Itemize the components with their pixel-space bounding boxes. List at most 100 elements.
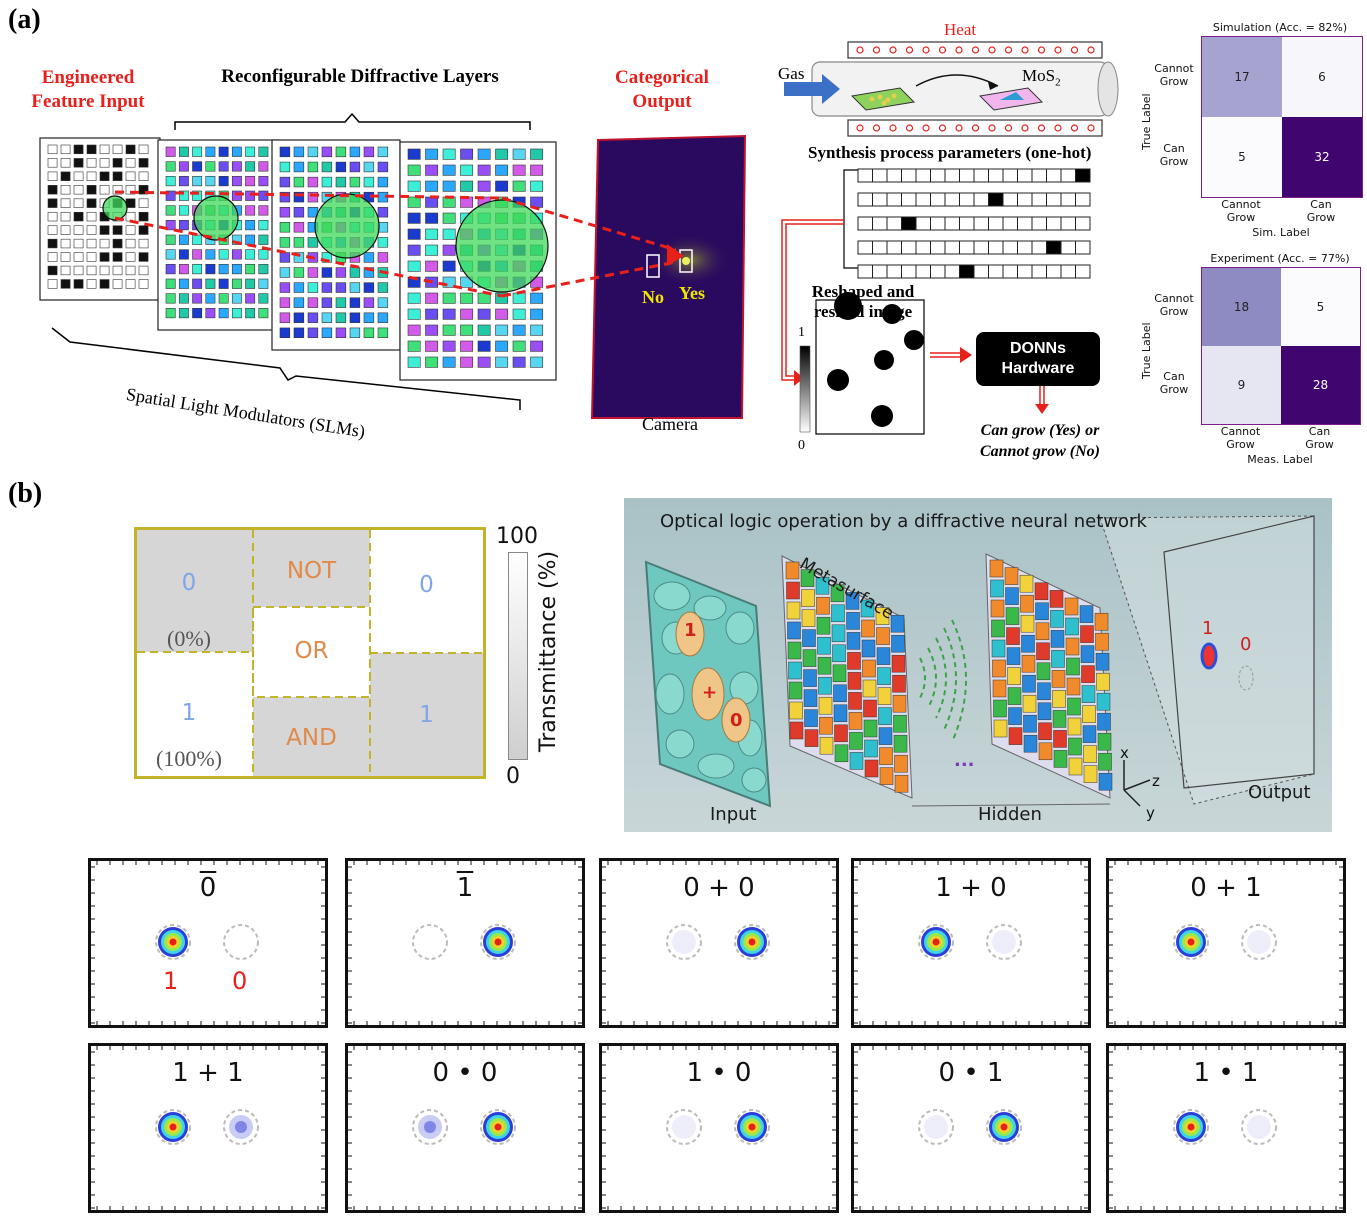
- cm-cell: 18: [1202, 268, 1281, 346]
- output-plot: 0 + 0: [599, 858, 839, 1028]
- image-colorbar: [799, 345, 811, 433]
- truth-zero-right: 0: [419, 572, 434, 598]
- colorbar-max: 100: [496, 524, 538, 549]
- onehot-row: [857, 240, 1091, 255]
- output-plot: 1 • 0: [599, 1043, 839, 1213]
- output-spot: [986, 924, 1022, 960]
- cm-cell: 28: [1281, 346, 1360, 424]
- output-plot-title: 1: [456, 873, 474, 903]
- cm-cell: 5: [1202, 117, 1282, 197]
- output-spot: [155, 924, 191, 960]
- input-bit-0: 0: [730, 710, 743, 731]
- mos2-label: MoS2: [1022, 66, 1061, 89]
- slm-stack-diagram: [39, 112, 747, 419]
- output-plot: 1 + 1: [88, 1043, 328, 1213]
- output-spot: [918, 1109, 954, 1145]
- output-plot: 0 • 1: [851, 1043, 1091, 1213]
- slm-screen: [157, 139, 281, 331]
- output-plot-title: 0 • 0: [432, 1058, 498, 1088]
- hidden-label: Hidden: [978, 804, 1042, 825]
- result-line-1: Can grow (Yes) or: [980, 422, 1100, 439]
- image-colorbar-max: 1: [798, 325, 805, 340]
- output-spot: [480, 1109, 516, 1145]
- cm-ylabel: True Label: [1140, 93, 1153, 150]
- output-spot: [1241, 1109, 1277, 1145]
- truth-zero-left: 0: [181, 570, 197, 596]
- synthesis-title: Synthesis process parameters (one-hot): [808, 143, 1092, 162]
- output-plot-title: 0: [199, 873, 217, 903]
- no-box: [646, 254, 660, 278]
- heat-label: Heat: [944, 20, 977, 39]
- cm-xlabel: Meas. Label: [1247, 453, 1313, 466]
- result-line-2: Cannot grow (No): [979, 443, 1101, 460]
- output-label: Output: [1248, 782, 1311, 803]
- panel-b-label: (b): [8, 478, 43, 509]
- output-spot: [412, 1109, 448, 1145]
- render-title: Optical logic operation by a diffractive…: [660, 511, 1147, 532]
- output-spot: [223, 924, 259, 960]
- cm-cell: 9: [1202, 346, 1281, 424]
- truth-one-pct: (100%): [156, 746, 222, 771]
- gas-arrow: [784, 74, 840, 104]
- slm-screen: [271, 139, 401, 351]
- donns-hardware-box: DONNs Hardware: [976, 332, 1100, 386]
- cm-col-label: Can Grow: [1305, 425, 1334, 451]
- truth-table: 0 (0%) 1 (100%) NOT OR AND 0 1: [134, 527, 486, 779]
- output-spot: [223, 1109, 259, 1145]
- cm-cell: 5: [1281, 268, 1360, 346]
- truth-not: NOT: [286, 558, 337, 584]
- truth-or: OR: [294, 638, 329, 664]
- input-plus: +: [702, 682, 718, 703]
- yes-label: Yes: [679, 283, 705, 303]
- categorical-output-title: Categorical Output: [615, 67, 709, 112]
- output-spot: [1241, 924, 1277, 960]
- output-plot-title: 0 • 1: [938, 1058, 1004, 1088]
- gas-label: Gas: [778, 64, 805, 83]
- output-plot-title: 1 + 1: [172, 1058, 244, 1088]
- slm-brace: [51, 327, 521, 410]
- cm-title: Simulation (Acc. = 82%): [1212, 21, 1348, 34]
- output-spot: [918, 924, 954, 960]
- cm-ylabel: True Label: [1140, 322, 1153, 379]
- axis-z-label: z: [1152, 772, 1160, 790]
- image-colorbar-min: 0: [798, 438, 805, 453]
- colorbar-min: 0: [506, 764, 520, 789]
- cm-title: Experiment (Acc. = 77%): [1210, 252, 1350, 265]
- spot-label-right: 0: [232, 967, 248, 995]
- engineered-input-title: Engineered Feature Input: [31, 67, 145, 112]
- cm-col-label: Cannot Grow: [1221, 198, 1261, 224]
- cm-cell: 6: [1282, 37, 1362, 117]
- output-plot: 0 1 0: [88, 858, 328, 1028]
- cm-row-label: Cannot Grow: [1154, 292, 1194, 318]
- output-spot: [734, 924, 770, 960]
- output-plot-title: 0 + 0: [683, 873, 755, 903]
- output-bit-1: 1: [1202, 618, 1214, 639]
- cm-row-label: Can Grow: [1159, 142, 1189, 168]
- cm-xlabel: Sim. Label: [1252, 226, 1310, 239]
- output-plot: 1: [345, 858, 585, 1028]
- truth-and: AND: [286, 725, 337, 751]
- output-bit-0: 0: [1240, 634, 1252, 655]
- output-spot: [666, 924, 702, 960]
- output-plot-title: 1 • 0: [686, 1058, 752, 1088]
- spot-label-left: 1: [163, 967, 179, 995]
- truth-one-left: 1: [181, 700, 197, 726]
- output-spot: [1173, 1109, 1209, 1145]
- onehot-row: [857, 264, 1091, 279]
- cm-row-label: Cannot Grow: [1154, 62, 1194, 88]
- output-plot-title: 0 + 1: [1190, 873, 1262, 903]
- output-spot: [666, 1109, 702, 1145]
- onehot-diagram: [781, 168, 1091, 435]
- output-plot-title: 1 • 1: [1193, 1058, 1259, 1088]
- transmittance-colorbar: [508, 552, 528, 760]
- layers-title: Reconfigurable Diffractive Layers: [221, 66, 499, 87]
- cm-cell: 17: [1202, 37, 1282, 117]
- cm-col-label: Can Grow: [1306, 198, 1336, 224]
- truth-one-right: 1: [419, 702, 434, 728]
- onehot-row: [857, 216, 1091, 231]
- result-text: Can grow (Yes) or Cannot grow (No): [962, 420, 1118, 462]
